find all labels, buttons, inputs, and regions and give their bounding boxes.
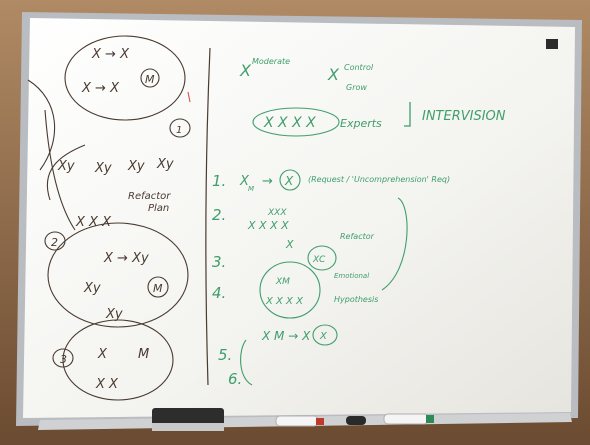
left-text: Xy: [83, 281, 101, 296]
item3-mid: X: [285, 238, 294, 251]
top-note1: Moderate: [252, 57, 290, 66]
circle-2: [44, 231, 66, 251]
circle-top: [64, 35, 186, 121]
arc-left: [44, 109, 76, 231]
top-note2a: Control: [344, 63, 374, 72]
marker-green: [383, 413, 429, 425]
left-text: X: [97, 347, 108, 362]
left-text: X → Xy: [103, 251, 149, 266]
left-text: Xy: [57, 159, 75, 174]
markers: [275, 413, 434, 427]
eraser-felt: [152, 423, 224, 431]
bracket-5-6: [240, 339, 253, 386]
item4-note1: Emotional: [334, 272, 369, 280]
top-x2: X: [327, 65, 340, 84]
curve-left: [27, 79, 56, 171]
item5-expr: X M → X: [261, 329, 311, 343]
left-text: 3: [60, 353, 67, 366]
experts-label: Experts: [340, 117, 382, 130]
circle-M-mid: [147, 276, 169, 298]
left-text: M: [153, 282, 163, 295]
left-text: X → X: [81, 81, 120, 96]
item2-note: Refactor: [340, 232, 375, 241]
circle-item4: [259, 261, 321, 319]
item4-circle-bottom: X X X X: [265, 296, 304, 307]
item1-circle-text: X: [284, 174, 294, 188]
marker-red: [275, 415, 319, 427]
left-panel-drawings: [27, 35, 191, 401]
item1-sub: M: [248, 185, 254, 193]
circle-xc: [307, 245, 337, 271]
left-text: Xy: [156, 157, 174, 172]
item1-lhs: X: [239, 174, 250, 189]
top-x1: X: [239, 61, 252, 80]
left-text: Xy: [127, 159, 145, 174]
circle-item5: [312, 324, 338, 346]
left-text: Plan: [148, 203, 169, 214]
left-text: X → X: [91, 47, 130, 62]
left-text: X X X: [75, 215, 112, 230]
item1-arrow: →: [262, 174, 273, 189]
item2-line1: XXX: [267, 208, 287, 218]
marker-black: [346, 416, 366, 425]
intervision-bracket: [404, 102, 411, 127]
board-surface: [23, 18, 575, 418]
divider-line: [205, 47, 211, 386]
circle-1: [169, 118, 191, 138]
circle-3: [52, 348, 74, 368]
item2-number: 2.: [212, 206, 226, 224]
red-mark: [187, 91, 191, 103]
item4-circle-top: XM: [275, 277, 290, 287]
item3-number: 3.: [212, 253, 226, 271]
left-text: M: [138, 347, 149, 362]
item2-line2: X X X X: [247, 219, 289, 232]
item5-number: 5.: [218, 346, 232, 364]
left-text: X X: [95, 377, 119, 392]
item1-number: 1.: [212, 172, 226, 190]
left-text: Xy: [94, 161, 112, 176]
left-text: Xy: [105, 307, 123, 322]
curve-mid: [46, 144, 86, 201]
bracket-right: [381, 197, 408, 291]
item6-number: 6.: [228, 370, 242, 388]
item4-note2: Hypothesis: [334, 295, 378, 304]
left-text: 2: [51, 236, 58, 249]
item5-circle-text: X: [319, 331, 328, 342]
right-panel-text: X Moderate X Control Grow X X X X Expert…: [212, 57, 506, 388]
board-label-icon: [546, 39, 558, 49]
item3-circle-text: XC: [312, 255, 326, 265]
right-panel-drawings: [240, 102, 411, 386]
left-text: M: [145, 73, 155, 86]
left-panel-text: X → X X → X M 1 Xy Xy Xy Xy Refactor Pla…: [51, 47, 182, 392]
oval-text: X X X X: [263, 115, 316, 131]
marker-red-cap: [316, 418, 324, 425]
item1-note: (Request / 'Uncomprehension' Req): [308, 175, 450, 184]
left-text: Refactor: [128, 191, 171, 202]
oval-experts: [252, 107, 340, 137]
circle-middle: [47, 222, 189, 328]
marker-green-cap: [426, 415, 434, 423]
circle-bottom: [62, 319, 174, 401]
left-text: 1: [176, 125, 182, 136]
intervision-label: INTERVISION: [422, 109, 506, 124]
circle-M-top: [140, 68, 160, 88]
item4-number: 4.: [212, 284, 226, 302]
top-note2b: Grow: [346, 83, 367, 92]
circle-item1: [279, 169, 301, 191]
